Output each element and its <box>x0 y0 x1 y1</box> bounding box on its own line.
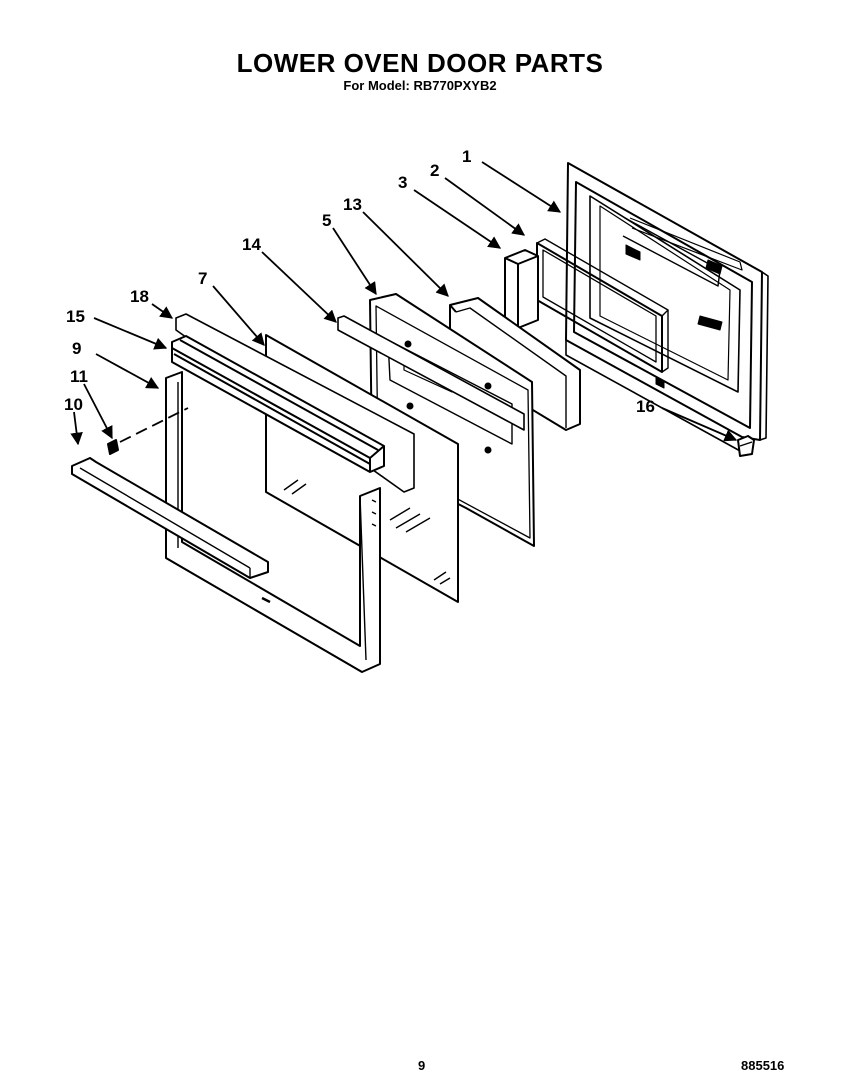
callout-5: 5 <box>322 211 331 230</box>
callout-3: 3 <box>398 173 407 192</box>
bottom-trim <box>71 457 269 579</box>
model-subtitle: For Model: RB770PXYB2 <box>343 78 497 93</box>
page-number: 9 <box>418 1058 426 1073</box>
outer-door-frame <box>165 371 381 673</box>
hinge-clip <box>737 435 755 457</box>
glass-strip <box>337 315 525 431</box>
callout-7: 7 <box>198 269 207 288</box>
callout-15: 15 <box>66 307 85 326</box>
latch-bracket <box>504 249 539 329</box>
callout-16: 16 <box>636 397 655 416</box>
callout-1: 1 <box>462 147 471 166</box>
inner-door-panel <box>565 162 769 453</box>
clip <box>107 439 119 455</box>
callout-18: 18 <box>130 287 149 306</box>
callout-14: 14 <box>242 235 261 254</box>
callout-10: 10 <box>64 395 83 414</box>
page-title: LOWER OVEN DOOR PARTS <box>236 48 604 78</box>
callout-9: 9 <box>72 339 81 358</box>
door-handle <box>171 335 385 473</box>
document-number: 885516 <box>741 1058 785 1073</box>
callout-11: 11 <box>70 367 88 386</box>
callout-2: 2 <box>430 161 439 180</box>
callout-13: 13 <box>343 195 362 214</box>
